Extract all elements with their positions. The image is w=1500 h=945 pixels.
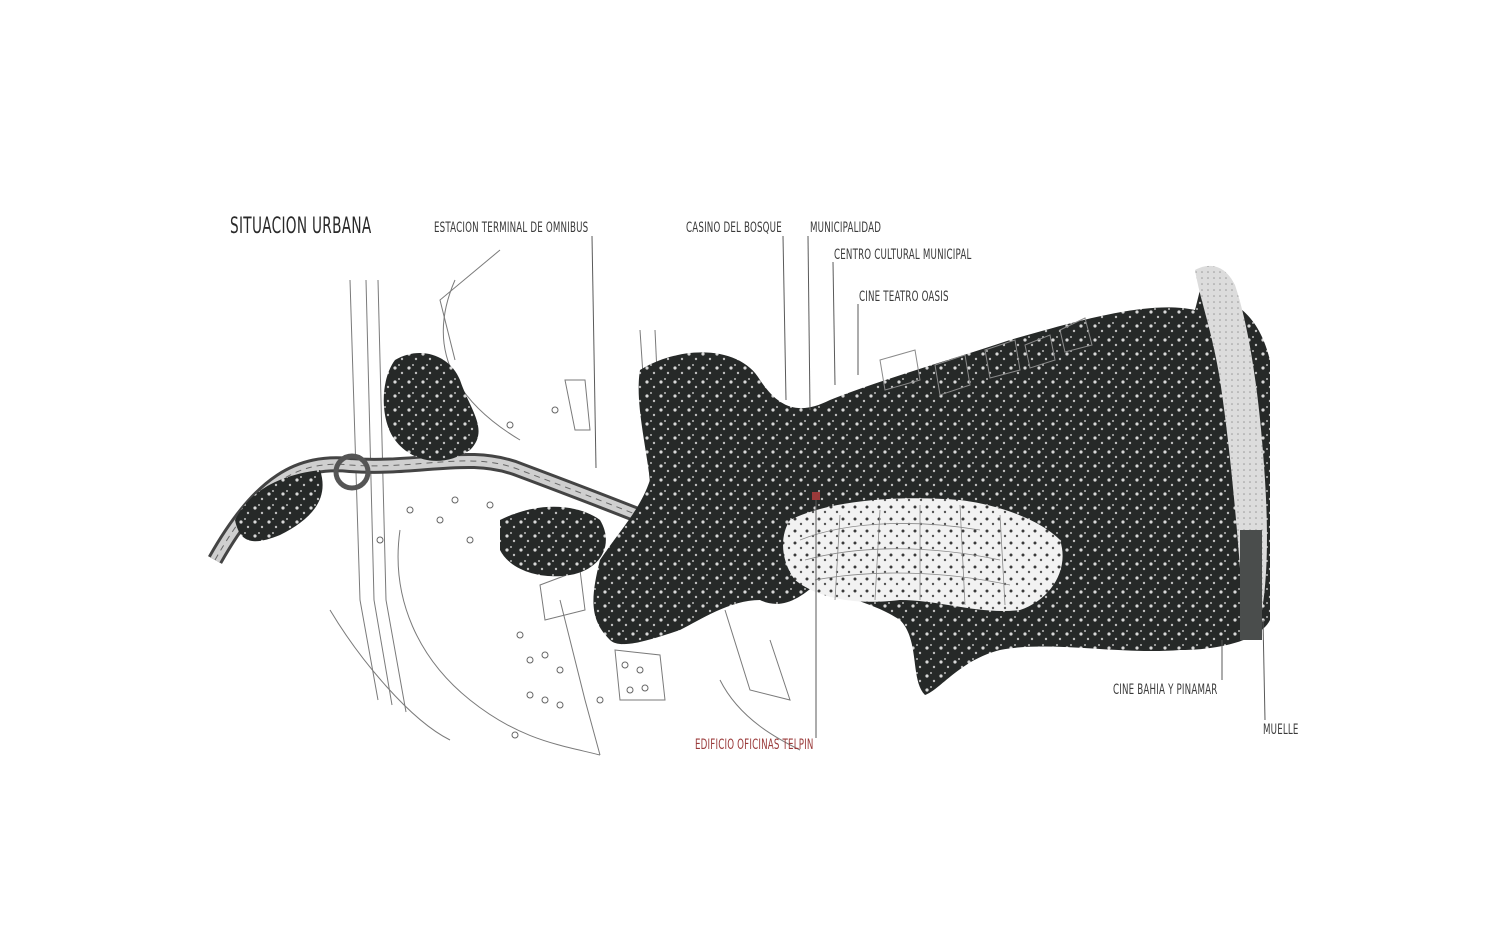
leader-lines	[591, 235, 1266, 738]
telpin-marker	[812, 492, 820, 500]
map-title: SITUACION URBANA	[230, 214, 372, 239]
label-edificio-telpin: EDIFICIO OFICINAS TELPIN	[695, 737, 814, 753]
label-cine-teatro-oasis: CINE TEATRO OASIS	[859, 289, 949, 305]
label-terminal-omnibus: ESTACION TERMINAL DE OMNIBUS	[434, 220, 589, 236]
residential-grid	[783, 317, 1093, 612]
label-casino-del-bosque: CASINO DEL BOSQUE	[686, 220, 782, 236]
vegetation-masses	[235, 290, 1270, 695]
label-muelle: MUELLE	[1263, 722, 1299, 738]
label-cine-bahia-pinamar: CINE BAHIA Y PINAMAR	[1113, 682, 1218, 698]
label-centro-cultural: CENTRO CULTURAL MUNICIPAL	[834, 247, 972, 263]
beach-strip	[1195, 265, 1267, 640]
label-municipalidad: MUNICIPALIDAD	[810, 220, 882, 236]
tree-dots	[376, 406, 649, 739]
